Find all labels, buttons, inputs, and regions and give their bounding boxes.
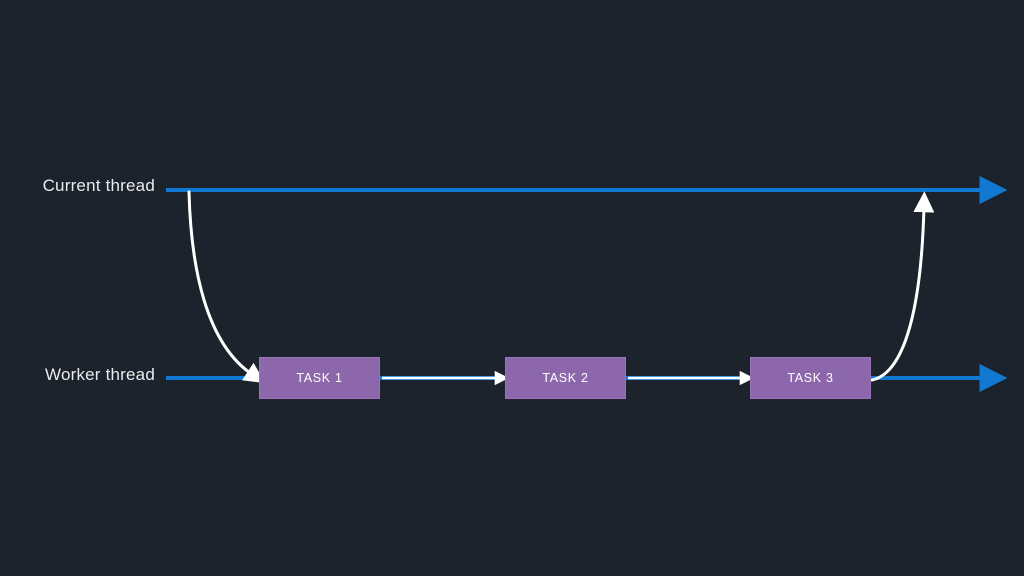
- task-box-1-label: TASK 1: [296, 371, 343, 385]
- dispatch-curve-arrow: [187, 190, 266, 384]
- task-box-2[interactable]: TASK 2: [505, 357, 626, 399]
- worker-thread-label: Worker thread: [45, 365, 155, 384]
- task-box-3[interactable]: TASK 3: [750, 357, 871, 399]
- task-box-2-label: TASK 2: [542, 371, 589, 385]
- task-box-1[interactable]: TASK 1: [259, 357, 380, 399]
- current-thread-label: Current thread: [42, 176, 155, 195]
- return-curve-arrow: [870, 191, 935, 382]
- task-box-3-label: TASK 3: [787, 371, 834, 385]
